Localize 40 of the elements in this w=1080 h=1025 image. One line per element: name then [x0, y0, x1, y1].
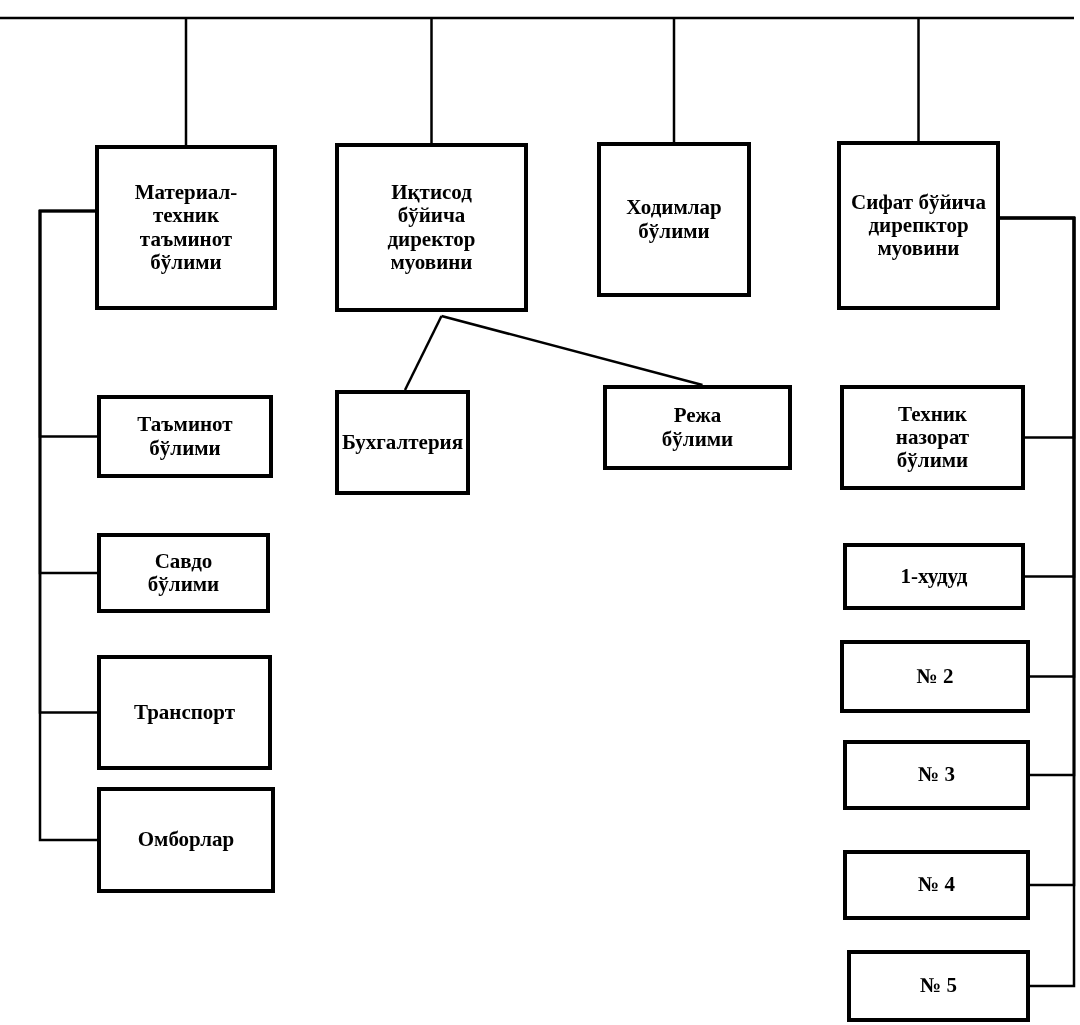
box-label: № 5: [920, 974, 957, 998]
org-box: [335, 390, 470, 495]
org-box: [843, 543, 1025, 610]
org-box: [97, 395, 273, 478]
org-box: [843, 850, 1030, 920]
connector-line: [38, 209, 97, 842]
box-label: Транспорт: [133, 700, 236, 725]
org-box: [837, 141, 1000, 310]
box-label: № 4: [918, 873, 955, 897]
box-label: Ходимлар бўлими: [625, 196, 723, 243]
box-label: 1-худуд: [900, 564, 968, 589]
box-label: Режа бўлими: [660, 404, 735, 451]
connector-line: [917, 18, 920, 141]
box-label: № 2: [916, 664, 954, 689]
box-label: Омборлар: [137, 828, 235, 852]
org-box: [847, 950, 1030, 1022]
connector-line: [441, 314, 703, 387]
box-label: Материал-техник таъминот бўлими: [133, 181, 239, 274]
org-box: [597, 142, 751, 297]
connector-line: [184, 18, 188, 145]
connector-line: [403, 315, 443, 391]
org-box: [97, 655, 272, 770]
org-box: [843, 740, 1030, 810]
box-label: Бухгалтерия: [341, 430, 464, 455]
org-box: [335, 143, 528, 312]
org-box: [97, 787, 275, 893]
box-label: Техник назорат бўлими: [894, 402, 971, 473]
org-box: [840, 640, 1030, 713]
box-label: Иқтисод бўйича директор муовини: [386, 181, 477, 274]
box-label: Сифат бўйича дирепктор муовини: [850, 190, 987, 261]
org-box: [603, 385, 792, 470]
connector-line: [0, 16, 1074, 20]
box-label: № 3: [918, 763, 955, 787]
connector-line: [672, 18, 676, 142]
org-box: [840, 385, 1025, 490]
org-box: [97, 533, 270, 613]
org-box: [95, 145, 277, 310]
box-label: Таъминот бўлими: [136, 413, 234, 460]
connector-line: [430, 18, 433, 143]
box-label: Савдо бўлими: [146, 549, 221, 597]
